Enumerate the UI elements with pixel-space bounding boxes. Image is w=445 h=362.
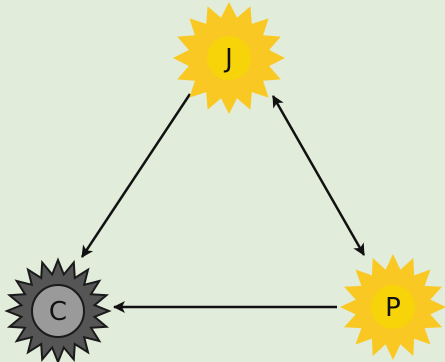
- edges: [80, 93, 366, 313]
- node-c-label: C: [49, 297, 67, 327]
- edge-j-to-c: [80, 93, 192, 258]
- node-j-core: [207, 36, 251, 80]
- node-p-core: [371, 285, 415, 329]
- node-c: C: [4, 257, 112, 362]
- node-j: J: [173, 2, 285, 114]
- node-j-label: J: [223, 44, 233, 74]
- node-p-label: P: [385, 293, 401, 323]
- edge-j-p-bidirectional: [271, 95, 366, 256]
- node-c-core: [31, 284, 85, 338]
- node-p: P: [340, 254, 445, 360]
